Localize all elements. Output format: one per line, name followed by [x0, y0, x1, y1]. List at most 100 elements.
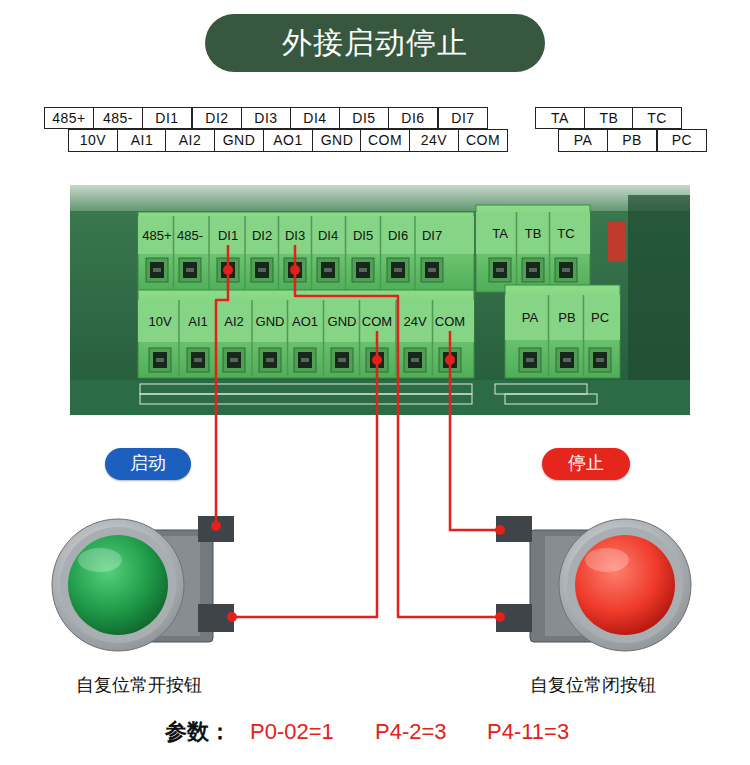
terminal-table-cell: TB: [584, 107, 634, 129]
terminal: 485+: [140, 227, 174, 245]
terminal: COM: [360, 313, 395, 331]
terminal-table-cell: PC: [657, 129, 707, 152]
terminal-block-brake: [505, 285, 620, 378]
terminal: DI4: [316, 227, 341, 245]
button-caption: 自复位常闭按钮: [500, 675, 685, 697]
terminal-label: DI7: [420, 228, 445, 244]
terminal-table-cell: 24V: [409, 129, 459, 152]
terminal-label: 485+: [140, 228, 174, 244]
parameter-text: P0-02=1: [250, 720, 334, 744]
push-button: 自复位常闭按钮: [500, 526, 685, 705]
terminal-block-top: [138, 212, 474, 292]
terminal-label: DI3: [283, 228, 308, 244]
terminal-label: TA: [490, 226, 510, 242]
terminal: DI6: [386, 227, 411, 245]
terminal-table-cell: GND: [214, 129, 264, 152]
terminal-table-cell: DI3: [241, 107, 291, 129]
terminal-table-cell: TC: [632, 107, 682, 129]
terminal-table-cell: DI6: [388, 107, 438, 129]
relay: [608, 222, 626, 262]
terminal-table-cell: AI1: [117, 129, 167, 152]
terminal: 10V: [146, 313, 174, 331]
terminal: 485-: [175, 227, 206, 245]
terminal: TA: [490, 225, 510, 243]
terminal-label: TC: [555, 226, 577, 242]
terminal-label: COM: [360, 314, 395, 330]
terminal-table-cell: 485+: [44, 107, 94, 129]
terminal-table-cell: DI1: [142, 107, 192, 129]
badge-text: 启动: [130, 453, 166, 475]
terminal: AI1: [186, 313, 210, 331]
terminal: TC: [555, 225, 577, 243]
silkscreen-boxes: [140, 384, 597, 404]
terminal-table-cell: DI7: [438, 107, 488, 129]
wire: [216, 245, 228, 526]
terminal-block-bottom: [138, 290, 474, 378]
terminal-table-cell: 10V: [68, 129, 118, 152]
terminal-table-cell: DI4: [290, 107, 340, 129]
button-caption: 自复位常开按钮: [45, 675, 232, 697]
terminal-table-cell: TA: [535, 107, 585, 129]
parameter-text: 参数：: [165, 720, 231, 744]
terminal-table-cell: PA: [558, 129, 608, 152]
title-banner: 外接启动停止: [205, 14, 545, 72]
terminal-label: PC: [589, 310, 612, 326]
terminal: TB: [523, 225, 544, 243]
terminal: GND: [326, 313, 359, 331]
terminal-label: GND: [326, 314, 359, 330]
terminal-label: DI2: [250, 228, 275, 244]
terminal: COM: [433, 313, 468, 331]
stop-button: [496, 516, 691, 651]
terminal-label: 10V: [146, 314, 174, 330]
parameter-text: P4-11=3: [487, 720, 569, 744]
terminal: DI7: [420, 227, 445, 245]
terminal: 24V: [401, 313, 429, 331]
terminal-table-cell: AI2: [165, 129, 215, 152]
terminal: DI2: [250, 227, 275, 245]
terminal-label: 24V: [401, 314, 429, 330]
terminal-label: PB: [556, 310, 578, 326]
terminal-table-cell: AO1: [263, 129, 313, 152]
silkscreen-strip: [70, 380, 690, 415]
label-badge: 停止: [542, 448, 630, 480]
terminal-table-cell: DI5: [339, 107, 389, 129]
terminal: AO1: [290, 313, 321, 331]
terminal-label: DI6: [386, 228, 411, 244]
push-button: 自复位常开按钮: [45, 526, 232, 705]
terminal-table-cell: DI2: [192, 107, 242, 129]
terminal-block-relay: [476, 205, 590, 292]
title-text: 外接启动停止: [282, 23, 468, 64]
terminal-label: TB: [523, 226, 544, 242]
badge-text: 停止: [568, 453, 604, 475]
terminal: DI5: [351, 227, 376, 245]
terminal: AI2: [222, 313, 246, 331]
wire: [450, 331, 500, 530]
start-button: [52, 516, 234, 651]
terminal-label: DI1: [216, 228, 241, 244]
circuit-board: [70, 185, 690, 415]
terminal: GND: [254, 313, 287, 331]
terminal-table-cell: 485-: [93, 107, 143, 129]
terminal-label: GND: [254, 314, 287, 330]
wire-dots: [211, 265, 505, 622]
terminal-label: AO1: [290, 314, 321, 330]
terminal: PB: [556, 309, 578, 327]
wire: [232, 331, 377, 617]
terminal: DI3: [283, 227, 308, 245]
terminal-label: 485-: [175, 228, 206, 244]
wire: [295, 245, 500, 617]
terminal-label: AI1: [186, 314, 210, 330]
label-badge: 启动: [105, 448, 191, 480]
terminal-label: AI2: [222, 314, 246, 330]
terminal-table-cell: COM: [360, 129, 410, 152]
terminal-label: DI4: [316, 228, 341, 244]
board: [70, 185, 690, 415]
terminal: DI1: [216, 227, 241, 245]
terminal: PC: [589, 309, 612, 327]
terminal-label: COM: [433, 314, 468, 330]
board-edge: [70, 185, 690, 211]
terminal-table-cell: COM: [458, 129, 508, 152]
terminal: PA: [520, 309, 541, 327]
terminal-table-cell: PB: [607, 129, 657, 152]
